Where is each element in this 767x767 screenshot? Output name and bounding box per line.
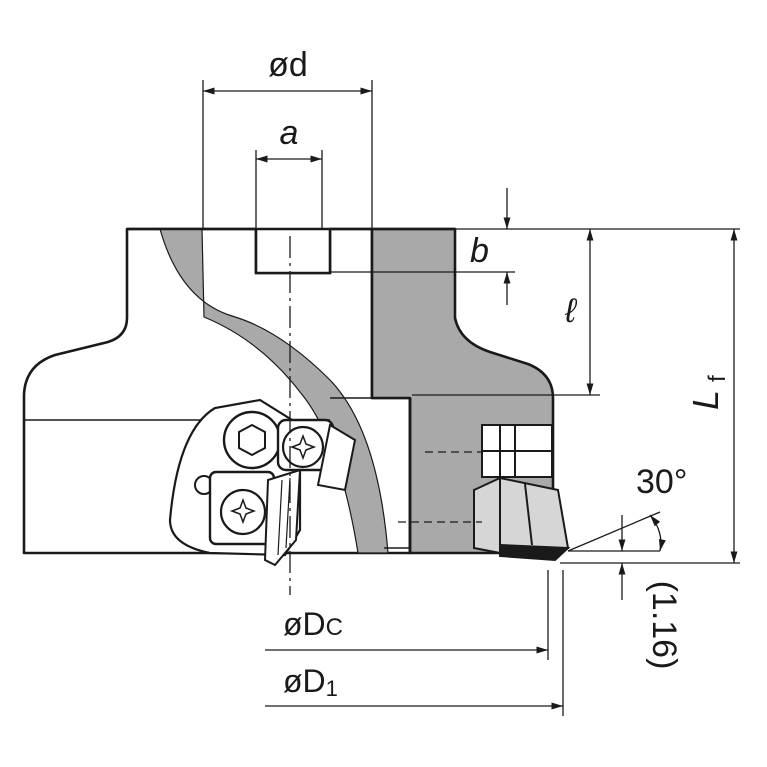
lf-label: L f	[685, 375, 731, 410]
flute-section	[159, 228, 389, 554]
key-slot-outline	[254, 229, 332, 275]
od1-main: øD	[283, 663, 326, 699]
key-slot	[256, 229, 330, 273]
od1-label: øD1	[283, 663, 338, 701]
odc-main: øD	[283, 606, 326, 642]
lf-main: L	[685, 390, 726, 410]
angle-label: 30°	[636, 463, 687, 501]
od-label: ød	[268, 46, 308, 84]
section-insert	[473, 424, 571, 562]
b-label: b	[470, 232, 489, 270]
od1-sub: 1	[326, 676, 338, 701]
hidden-lines	[398, 451, 482, 523]
dimension-lines	[202, 80, 740, 716]
insert-pocket	[168, 398, 357, 567]
dim-116-label: (1.16)	[645, 581, 683, 670]
ell-label: ℓ	[564, 292, 578, 330]
lf-sub: f	[704, 375, 731, 382]
odc-label: øDC	[283, 606, 343, 642]
odc-sub: C	[326, 614, 343, 641]
a-label: a	[280, 114, 299, 152]
